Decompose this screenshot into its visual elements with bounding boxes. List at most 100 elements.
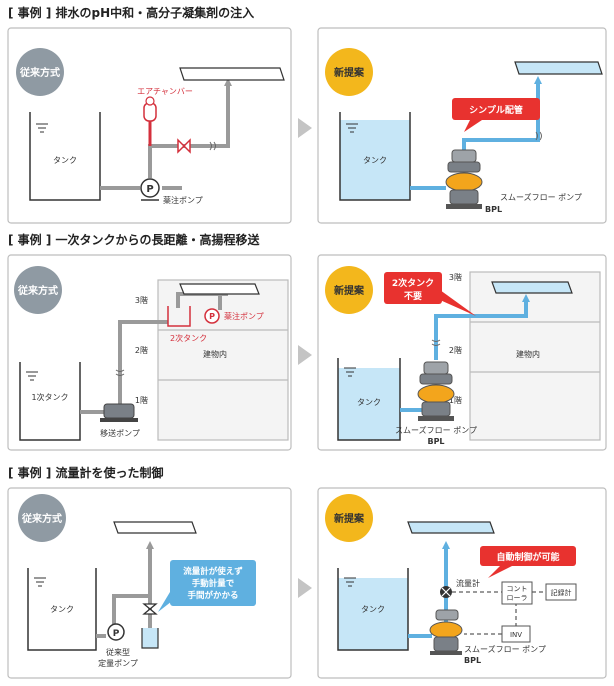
callout: 自動制御が可能: [480, 546, 576, 578]
pump-mark: P: [113, 629, 120, 639]
building: [469, 271, 601, 441]
new-badge-label: 新提案: [334, 512, 365, 525]
section-1: 従来方式 タンク エアチャンバー P: [7, 27, 607, 224]
note-box: 流量計が使えず 手動計量で 手間がかかる: [158, 560, 256, 612]
callout: シンプル配管: [452, 98, 540, 132]
tank: [337, 568, 409, 651]
chamber-pipe-red: [143, 96, 157, 146]
old-badge: 従来方式: [14, 266, 62, 314]
transfer-pump-label: 移送ポンプ: [100, 428, 140, 438]
pump-icon: P: [107, 623, 125, 641]
break-mark: [115, 369, 125, 376]
section-3-heading: [ 事例 ] 流量計を使った制御: [8, 466, 164, 480]
old-badge: 従来方式: [18, 494, 66, 542]
note-line-2: 手動計量で: [192, 578, 235, 589]
floor-1-label: 1階: [135, 395, 148, 405]
old-badge-label: 従来方式: [17, 284, 58, 297]
tank-label: タンク: [357, 398, 381, 407]
controller-box: コント ローラ: [501, 581, 533, 605]
tank: [339, 112, 411, 201]
callout: 2次タンク 不要: [384, 272, 476, 316]
old-badge: 従来方式: [16, 48, 64, 96]
tank-label: タンク: [361, 605, 385, 614]
recorder-label: 記録計: [551, 588, 572, 597]
pump-name: スムーズフロー ポンプ: [395, 425, 477, 435]
controller-line-2: ローラ: [507, 594, 528, 602]
discharge-pipe: [113, 521, 197, 534]
pump-model: BPL: [485, 205, 502, 214]
floor-2-label: 2階: [449, 345, 462, 355]
floor-3-label: 3階: [449, 272, 462, 282]
pump-model: BPL: [427, 437, 444, 446]
new-badge-label: 新提案: [334, 66, 365, 79]
pump-label-line-2: 定量ポンプ: [98, 658, 138, 668]
inv-label: INV: [510, 631, 522, 639]
callout-label: シンプル配管: [469, 104, 523, 116]
controller-line-1: コント: [507, 585, 528, 593]
tank: [19, 362, 81, 441]
pump-label: 薬注ポンプ: [163, 195, 203, 205]
callout-line-2: 不要: [404, 291, 422, 302]
signal-lines: [452, 591, 546, 635]
beaker-icon: [141, 628, 159, 649]
tank: [337, 358, 401, 441]
new-badge: 新提案: [325, 48, 373, 96]
tank: [27, 568, 97, 651]
sub-tank: [167, 306, 191, 327]
break-mark: [431, 339, 441, 346]
section-1-heading: [ 事例 ] 排水のpH中和・高分子凝集剤の注入: [8, 6, 255, 20]
pump-icon: P: [204, 308, 220, 324]
flowmeter-label: 流量計: [456, 578, 480, 588]
tank-label: タンク: [53, 156, 77, 165]
smooth-flow-pump-icon: [445, 149, 483, 209]
discharge-pipe: [514, 61, 603, 75]
pump-label: 薬注ポンプ: [224, 311, 264, 321]
discharge-pipe: [407, 521, 495, 534]
new-badge-label: 新提案: [334, 284, 365, 297]
note-line-1: 流量計が使えず: [183, 566, 243, 577]
pump-mark: P: [146, 184, 153, 195]
flow-arrow-icon: [298, 345, 312, 365]
section-2: 従来方式 3階 2階 1階 建物内 1次タンク: [7, 254, 607, 451]
new-badge: 新提案: [325, 494, 373, 542]
building-label: 建物内: [516, 349, 540, 359]
pump-model: BPL: [464, 656, 481, 665]
sub-tank-label: 2次タンク: [170, 333, 207, 343]
pump-mark: P: [209, 312, 215, 321]
building-label: 建物内: [203, 349, 227, 359]
tank: [29, 112, 101, 201]
tank-label: 1次タンク: [31, 392, 68, 402]
tank-label: タンク: [363, 156, 387, 165]
tank-label: タンク: [50, 605, 74, 614]
smooth-flow-pump-icon: [417, 361, 455, 421]
old-badge-label: 従来方式: [21, 512, 62, 525]
break-mark: [209, 141, 216, 151]
valve-icon: [142, 603, 158, 615]
floor-2-label: 2階: [135, 345, 148, 355]
note-line-3: 手間がかかる: [187, 590, 238, 601]
valve-icon: [177, 138, 191, 154]
floor-1-label: 1階: [449, 395, 462, 405]
transfer-pump-icon: [100, 403, 138, 422]
smooth-flow-pump-icon: [429, 609, 463, 655]
flow-arrow-icon: [298, 578, 312, 598]
recorder-box: 記録計: [545, 583, 577, 601]
pipe-blue: [408, 541, 450, 638]
pump-label-line-1: 従来型: [106, 647, 130, 657]
section-3: 従来方式 タンク P 従来型 定量ポンプ: [7, 487, 607, 679]
break-mark: [535, 131, 542, 141]
discharge-pipe: [179, 67, 285, 81]
pump-name: スムーズフロー ポンプ: [500, 192, 582, 202]
callout-line-1: 2次タンク: [392, 277, 434, 289]
floor-3-label: 3階: [135, 295, 148, 305]
callout-label: 自動制御が可能: [496, 551, 559, 563]
flowmeter-icon: [440, 586, 452, 598]
old-badge-label: 従来方式: [19, 66, 60, 79]
chamber-label: エアチャンバー: [137, 87, 193, 96]
section-2-heading: [ 事例 ] 一次タンクからの長距離・高揚程移送: [8, 233, 260, 247]
inv-box: INV: [501, 625, 531, 643]
flow-arrow-icon: [298, 118, 312, 138]
new-badge: 新提案: [325, 266, 373, 314]
discharge-pipe: [491, 281, 573, 294]
